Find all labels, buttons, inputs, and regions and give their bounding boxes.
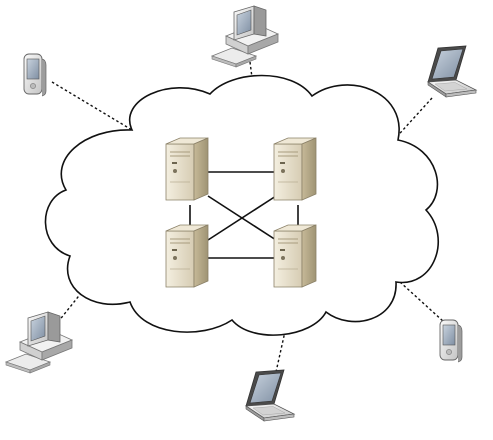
pda-icon [23, 53, 47, 97]
desktop-computer-icon [211, 5, 279, 68]
laptop-icon [427, 45, 477, 98]
server-bottom-left-icon [165, 224, 209, 288]
client-link [399, 281, 445, 323]
server-top-left-icon [165, 137, 209, 201]
network-cloud [44, 74, 440, 336]
client-link [51, 81, 133, 131]
server-link [207, 195, 277, 241]
server-top-right-icon [273, 137, 317, 201]
pda-icon [439, 319, 463, 363]
client-link [57, 281, 91, 323]
laptop-icon [245, 369, 295, 422]
server-connection-lines [189, 171, 299, 259]
desktop-computer-icon [5, 311, 73, 374]
server-bottom-right-icon [273, 224, 317, 288]
